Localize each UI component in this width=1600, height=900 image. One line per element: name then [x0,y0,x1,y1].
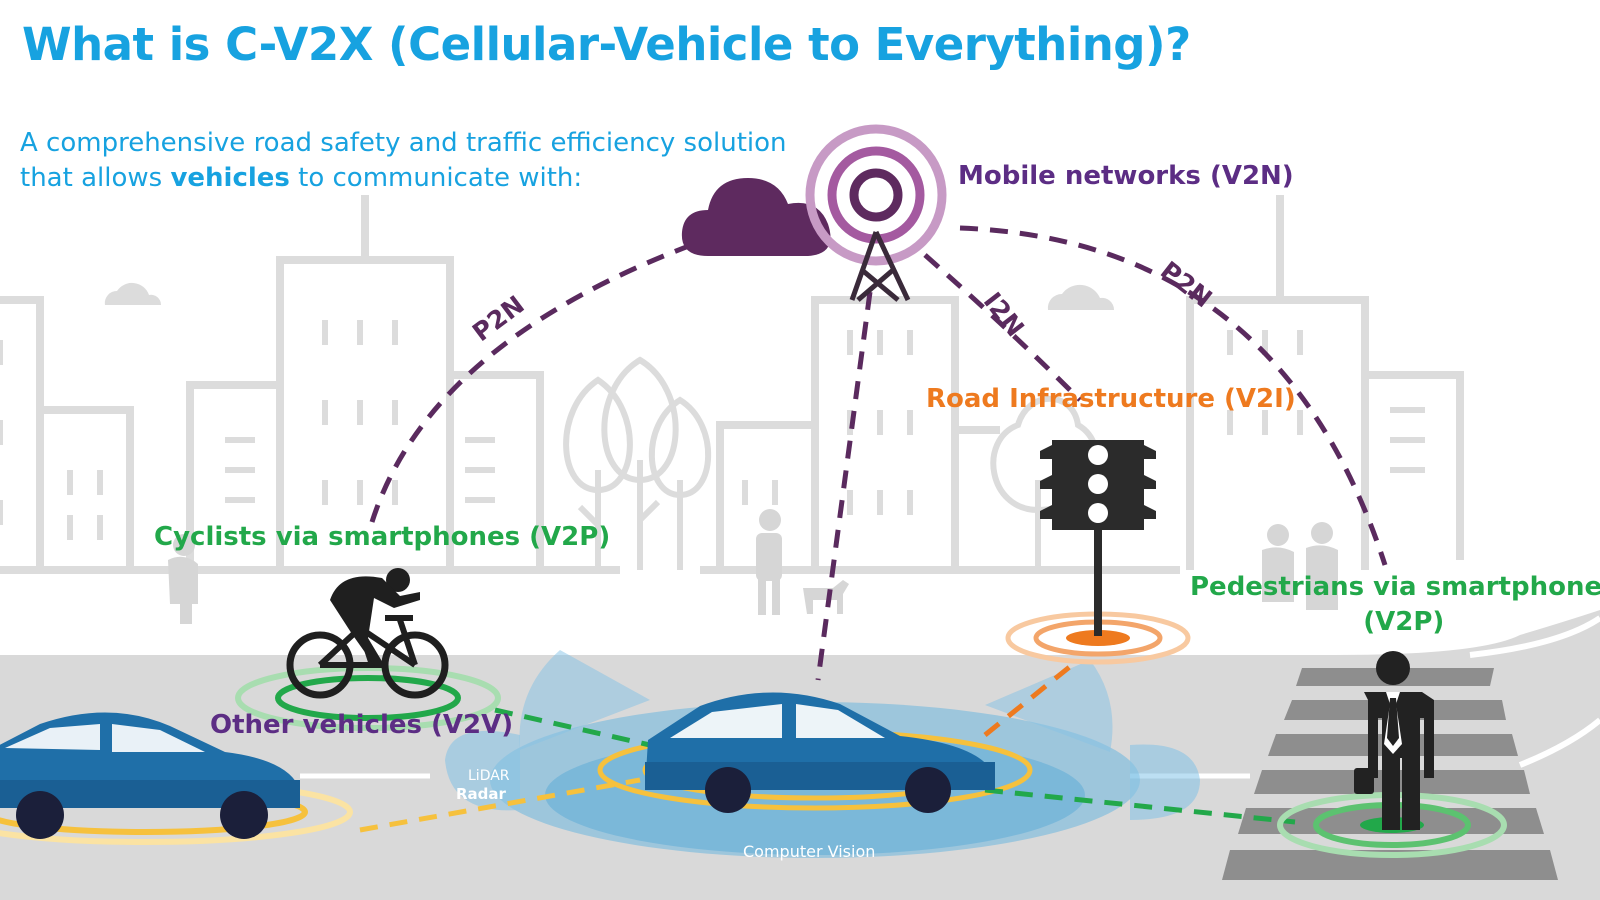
label-radar: Radar [456,785,506,803]
cyclist-icon [235,568,501,731]
road-edge-curve [1469,615,1600,658]
label-pedestrians-line2: (V2P) [1363,607,1445,637]
label-other-vehicles: Other vehicles (V2V) [210,710,514,740]
cell-tower-icon [849,230,911,302]
label-pedestrians: Pedestrians via smartphones (V2P) [1190,570,1600,640]
cloud-icon [681,178,831,256]
left-car-icon [0,712,353,845]
building-windows [0,320,1425,540]
traffic-light-icon [1005,440,1191,665]
signal-rings-icon [805,124,947,266]
road-edge-right [1518,717,1600,768]
label-pedestrians-line1: Pedestrians via smartphones [1190,572,1600,602]
label-mobile-networks: Mobile networks (V2N) [958,161,1294,191]
background-people [168,509,1338,624]
crosswalk [1222,668,1558,880]
label-lidar: LiDAR [468,768,510,784]
link-lines [359,225,1388,833]
subtitle-line1: A comprehensive road safety and traffic … [20,128,787,158]
subtitle-line2-post: to communicate with: [289,163,583,193]
pedestrian-icon [1277,651,1507,858]
page-title: What is C-V2X (Cellular-Vehicle to Every… [22,18,1191,71]
subtitle-line2-pre: that allows [20,163,171,193]
subtitle-line2-bold: vehicles [170,163,290,193]
label-computer-vision: Computer Vision [743,842,876,861]
subtitle: A comprehensive road safety and traffic … [20,126,787,196]
gray-clouds [104,282,1115,310]
label-road-infrastructure: Road Infrastructure (V2I) [926,384,1296,414]
center-car-icon [645,692,995,813]
label-cyclists: Cyclists via smartphones (V2P) [154,522,611,552]
